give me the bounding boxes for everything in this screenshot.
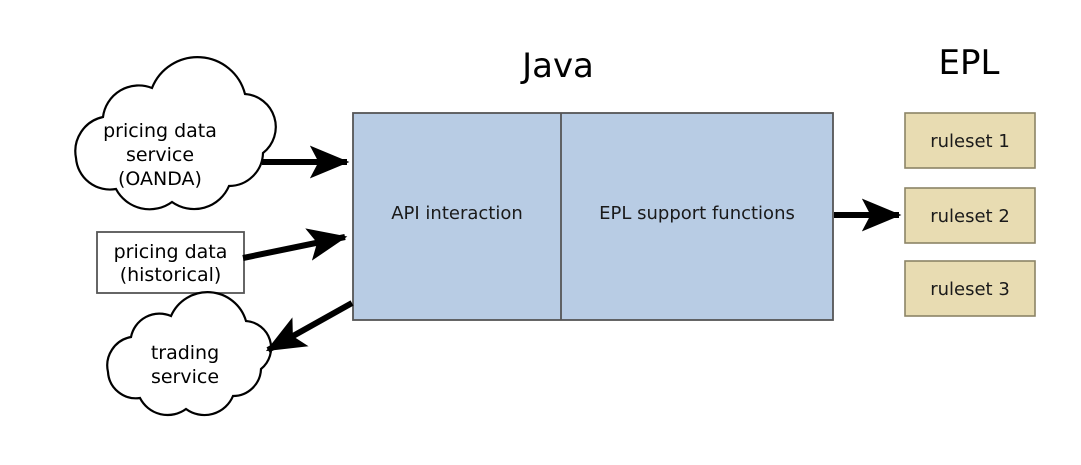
trading-label-line-2: service: [151, 366, 219, 388]
node-ruleset-2[interactable]: ruleset 2: [904, 187, 1036, 244]
cloud-label-line-1: pricing data: [103, 120, 217, 142]
trading-label-line-1: trading: [151, 342, 219, 364]
node-trading-service[interactable]: trading service: [106, 291, 273, 417]
java-box-left-label: API interaction: [391, 203, 523, 224]
ruleset-2-shape: [904, 187, 1036, 244]
java-box-right-label: EPL support functions: [599, 203, 795, 224]
java-column-heading: Java: [520, 46, 594, 86]
historical-label-line-2: (historical): [120, 264, 222, 286]
arrow-java-to-trading: [265, 300, 354, 353]
cloud-shape-trading: [106, 291, 273, 417]
java-box-shape: [352, 112, 834, 321]
historical-label-line-1: pricing data: [114, 241, 228, 263]
arrow-historical-to-java: [242, 228, 348, 261]
historical-box-shape: [96, 231, 245, 294]
ruleset-3-shape: [904, 260, 1036, 317]
node-pricing-data-historical[interactable]: pricing data (historical): [96, 231, 245, 294]
java-box[interactable]: API interaction EPL support functions: [352, 112, 834, 321]
cloud-label-line-3: (OANDA): [118, 168, 202, 190]
ruleset-1-shape: [904, 112, 1036, 169]
ruleset-3-label: ruleset 3: [930, 279, 1010, 300]
node-ruleset-3[interactable]: ruleset 3: [904, 260, 1036, 317]
ruleset-2-label: ruleset 2: [930, 206, 1010, 227]
node-ruleset-1[interactable]: ruleset 1: [904, 112, 1036, 169]
cloud-shape-oanda: [74, 56, 277, 211]
node-pricing-data-service[interactable]: pricing data service (OANDA): [74, 56, 277, 211]
epl-column-heading: EPL: [939, 43, 1000, 83]
cloud-label-line-2: service: [126, 144, 194, 166]
ruleset-1-label: ruleset 1: [930, 131, 1010, 152]
